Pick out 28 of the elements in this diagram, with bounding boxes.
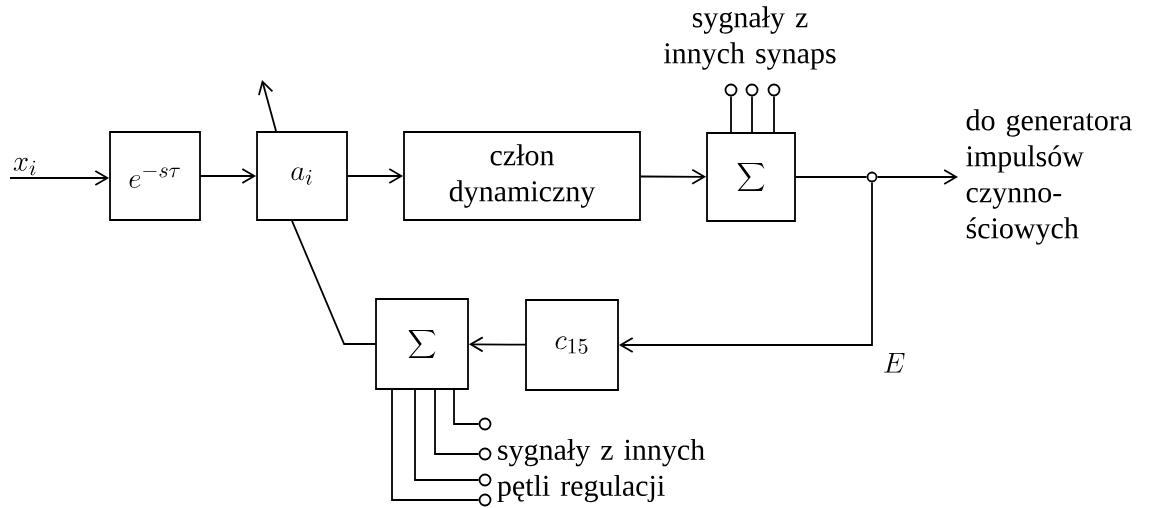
signal-label: sygnały z innych pętli regulacji <box>497 438 705 503</box>
connector-line <box>795 176 868 178</box>
connector-line <box>414 389 480 481</box>
summing-box: $\sum$ <box>706 132 796 222</box>
block-box: człon dynamiczny <box>403 131 641 221</box>
arrow <box>640 168 707 185</box>
connector-line <box>751 95 753 133</box>
arrow <box>618 181 873 353</box>
connector-line <box>391 389 480 501</box>
connector-line <box>730 95 732 133</box>
connector-line <box>773 95 775 133</box>
signal-label: sygnały z innych synaps <box>663 6 836 70</box>
block-box: $a_i$ <box>256 131 348 221</box>
arrow <box>876 169 958 185</box>
connector-line <box>291 220 376 345</box>
edge-label: $E$ <box>880 350 908 375</box>
arrow <box>347 168 404 184</box>
arrow <box>200 168 257 184</box>
summing-box: $\sum$ <box>375 298 469 390</box>
signal-text: do generatora impulsów czynno- ściowych <box>966 109 1132 245</box>
arrow <box>468 336 526 353</box>
arrow <box>258 80 277 132</box>
arrow <box>9 170 110 186</box>
signal-text: $x_i$ <box>13 157 36 176</box>
block-box: $e^{-s\tau}$ <box>109 131 201 221</box>
connector-line <box>453 389 480 425</box>
block-box: $c_{15}$ <box>525 299 619 391</box>
connector-line <box>434 389 480 455</box>
